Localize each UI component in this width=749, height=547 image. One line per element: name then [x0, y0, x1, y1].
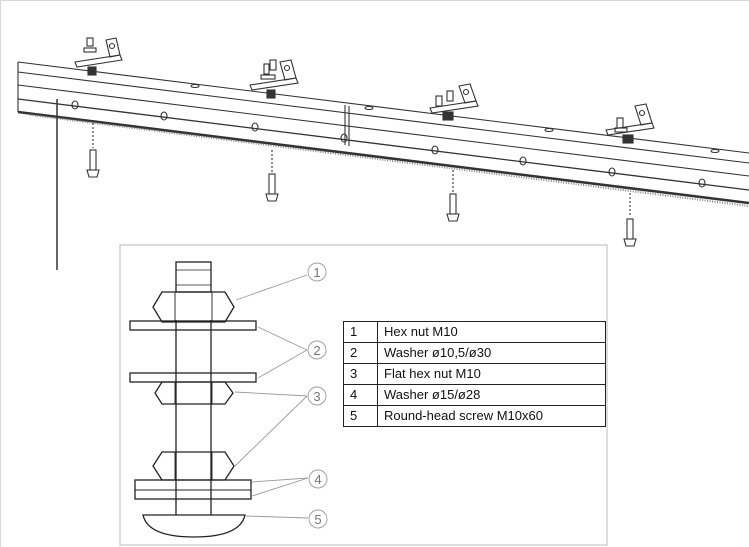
callout-circles [307, 262, 328, 529]
callout-3: 3 [313, 389, 320, 404]
part-description: Flat hex nut M10 [377, 363, 606, 385]
callout-4: 4 [314, 472, 321, 487]
part-number: 5 [343, 405, 378, 427]
rail-body [17, 61, 749, 270]
callout-5: 5 [314, 512, 321, 527]
callout-2: 2 [313, 343, 320, 358]
table-row: 1 Hex nut M10 [343, 321, 606, 343]
bracket-4 [605, 103, 655, 144]
rail-holes [71, 100, 706, 188]
part-description: Washer ø10,5/ø30 [377, 342, 606, 364]
table-row: 4 Washer ø15/ø28 [343, 384, 606, 406]
part-description: Round-head screw M10x60 [377, 405, 606, 427]
part-number: 2 [343, 342, 378, 364]
hanging-screws [86, 123, 637, 247]
frame-top-border [0, 0, 749, 1]
part-number: 1 [343, 321, 378, 343]
part-number: 3 [343, 363, 378, 385]
callout-numbers: 1 2 3 4 5 [313, 265, 321, 527]
parts-list-table: 1 Hex nut M10 2 Washer ø10,5/ø30 3 Flat … [343, 321, 606, 427]
leader-lines [234, 274, 309, 519]
bracket-3 [429, 83, 479, 121]
bracket-2 [249, 59, 299, 99]
callout-1: 1 [313, 265, 320, 280]
rail-top-slots [190, 84, 720, 153]
bracket-1 [74, 37, 123, 76]
frame-left-border [0, 0, 1, 547]
table-row: 5 Round-head screw M10x60 [343, 405, 606, 427]
bolt-stack [129, 261, 257, 538]
part-number: 4 [343, 384, 378, 406]
table-row: 2 Washer ø10,5/ø30 [343, 342, 606, 364]
part-description: Washer ø15/ø28 [377, 384, 606, 406]
part-description: Hex nut M10 [377, 321, 606, 343]
table-row: 3 Flat hex nut M10 [343, 363, 606, 385]
